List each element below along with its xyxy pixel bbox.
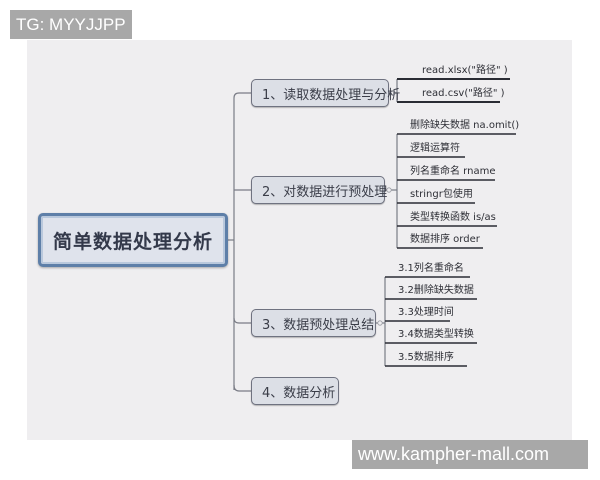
leaf-stringr[interactable]: stringr包使用	[410, 189, 473, 200]
leaf-rename-columns[interactable]: 列名重命名 rname	[410, 166, 496, 177]
branch-node-2[interactable]: 2、对数据进行预处理	[251, 176, 387, 204]
root-node[interactable]: 简单数据处理分析	[38, 213, 228, 267]
watermark-bottom-right: www.kampher-mall.com	[352, 440, 588, 469]
watermark-top-left: TG: MYYJJPP	[10, 10, 132, 39]
leaf-3-4[interactable]: 3.4数据类型转换	[398, 329, 474, 340]
leaf-logic-operators[interactable]: 逻辑运算符	[410, 143, 460, 154]
leaf-read-xlsx[interactable]: read.xlsx("路径" )	[422, 65, 508, 76]
leaf-3-2[interactable]: 3.2删除缺失数据	[398, 285, 474, 296]
leaf-read-csv[interactable]: read.csv("路径" )	[422, 88, 505, 99]
branch-node-3[interactable]: 3、数据预处理总结	[251, 309, 376, 337]
leaf-order[interactable]: 数据排序 order	[410, 234, 480, 245]
leaf-type-conversion[interactable]: 类型转换函数 is/as	[410, 212, 496, 223]
branch-node-4[interactable]: 4、数据分析	[251, 377, 339, 405]
leaf-3-1[interactable]: 3.1列名重命名	[398, 263, 464, 274]
leaf-3-5[interactable]: 3.5数据排序	[398, 352, 454, 363]
leaf-3-3[interactable]: 3.3处理时间	[398, 307, 454, 318]
leaf-na-omit[interactable]: 删除缺失数据 na.omit()	[410, 120, 520, 131]
branch-node-1[interactable]: 1、读取数据处理与分析	[251, 79, 400, 107]
